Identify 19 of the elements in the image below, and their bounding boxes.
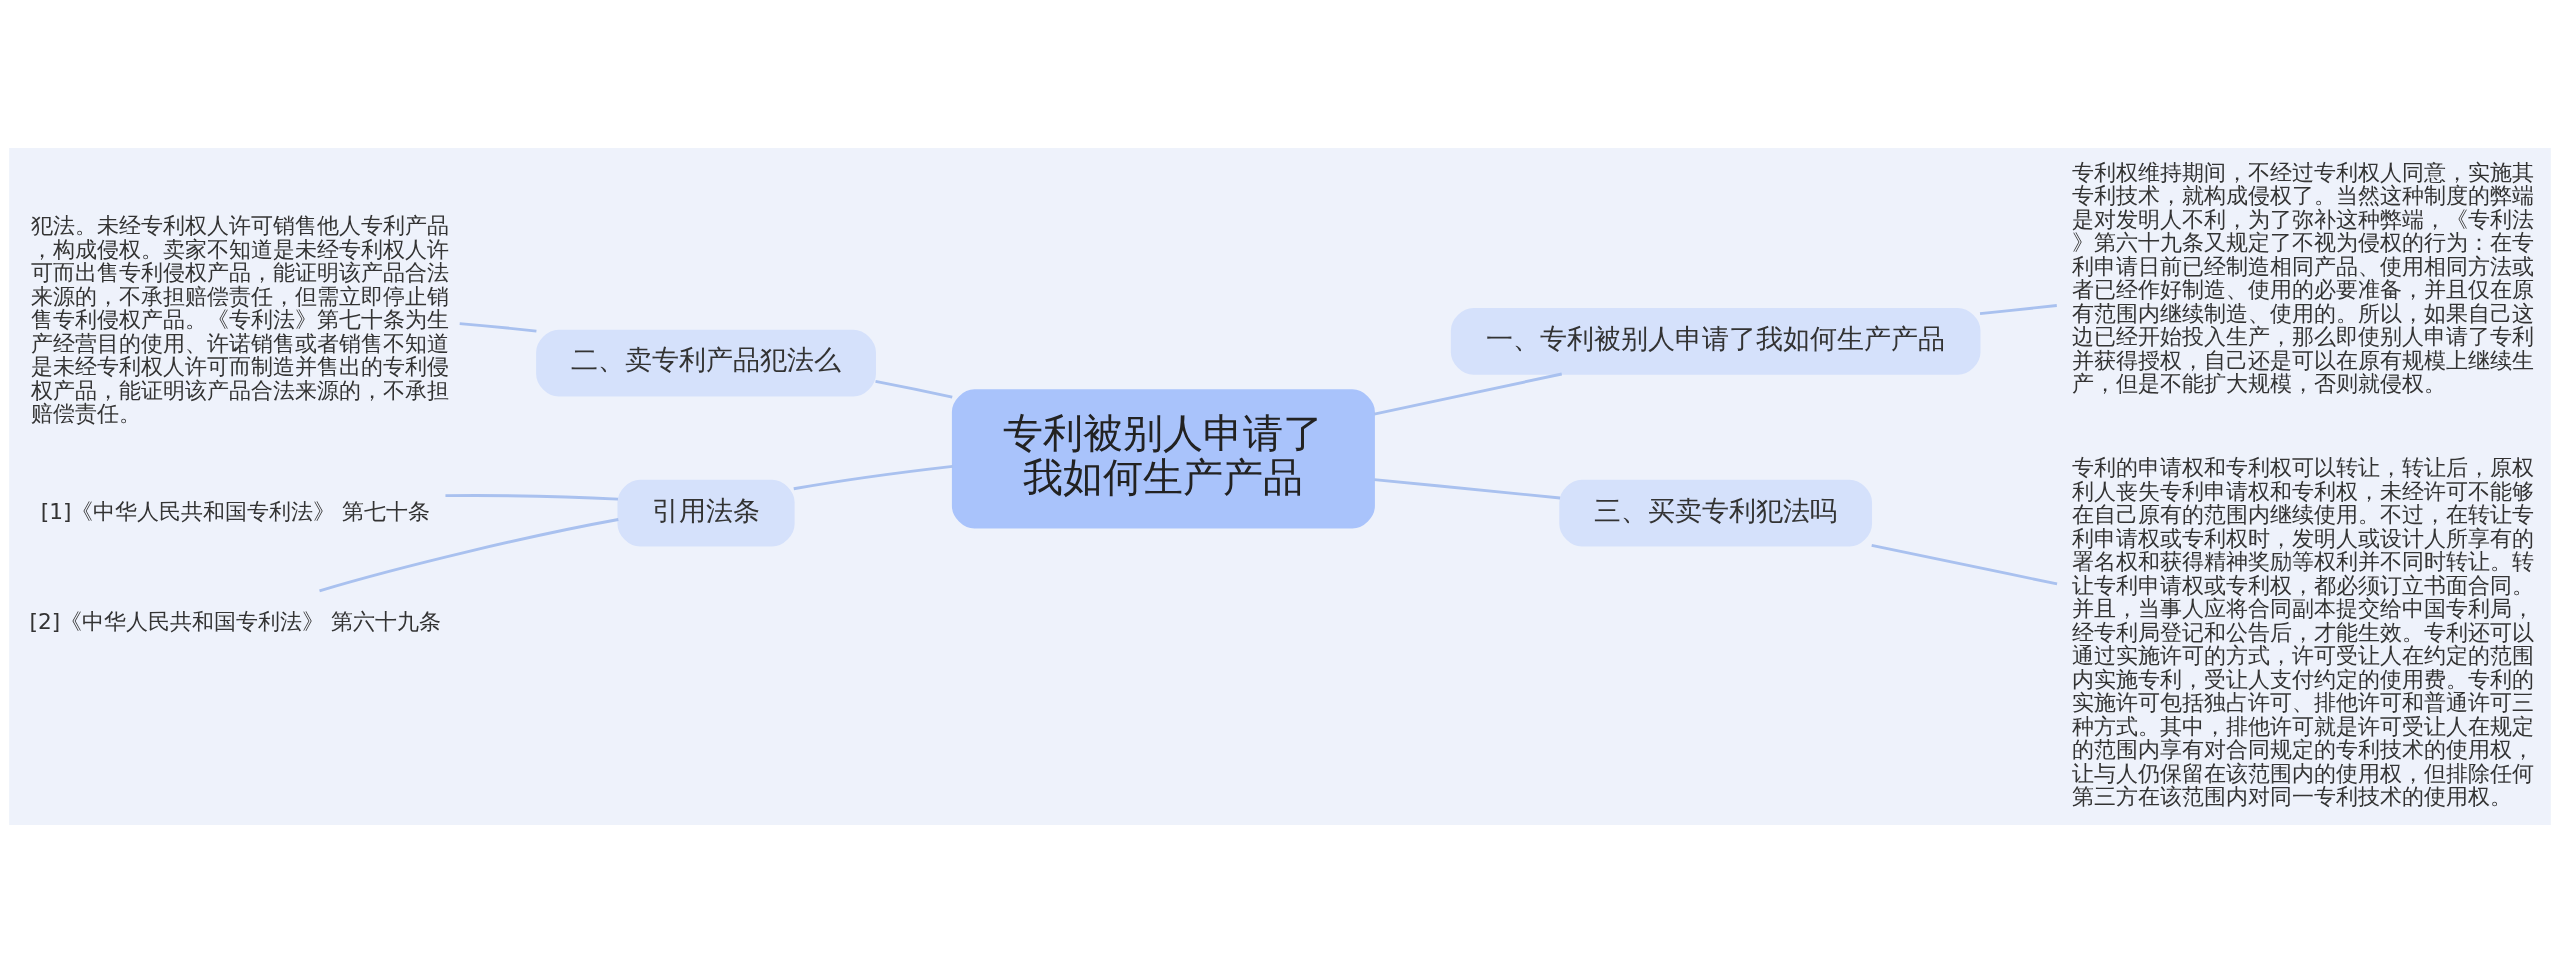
node-box: 二、卖专利产品犯法么	[536, 329, 876, 397]
node-text: [2]《中华人民共和国专利法》 第六十九条	[29, 609, 442, 635]
connector	[793, 464, 953, 491]
connector	[1373, 372, 1563, 416]
node-text: 犯法。未经专利权人许可销售他人专利产品，构成侵权。卖家不知道是未经专利权人许可而出售专利侵权产品，能证明该产品合法来源的，不承担赔偿责任，但需立即停止销售专利侵权产品。《专利法》第七十条为生产经营目的使用、许诺销售或者销售不知道是未经专利权人许可而制造并售出的专利侵权产品，能证明该产品合法来源的，不承担赔偿责任。	[30, 213, 449, 427]
node-text: 专利的申请权和专利权可以转让，转让后，原权利人丧失专利申请权和专利权，未经许可不能够在自己原有的范围内继续使用。不过，在转让专利申请权或专利权时，发明人或设计人所享有的署名权和获得精神奖励等权利并不同时转让。转让专利申请权或专利权，都必须订立书面合同。并且，当事人应将合同副本提交给中国专利局，经专利局登记和公告后，才能生效。专利还可以通过实施许可的方式，许可受让人在约定的范围内实施专利，受让人支付约定的使用费。专利的实施许可包括独占许可、排他许可和普通许可三种方式。其中，排他许可就是许可受让人在规定的范围内享有对合同规定的专利技术的使用权，让与人仍保留在该范围内的使用权，但排除任何第三方在该范围内对同一专利技术的使用权。	[2071, 455, 2534, 810]
node-box: 专利被别人申请了我如何生产产品	[951, 389, 1375, 529]
connector	[1374, 478, 1561, 500]
connector	[459, 322, 537, 333]
node-text: 专利权维持期间，不经过专利权人同意，实施其专利技术，就构成侵权了。当然这种制度的弊端是对发明人不利，为了弥补这种弊端，《专利法》第六十九条又规定了不视为侵权的行为：在专利申请日前已经制造相同产品、使用相同方法或者已经作好制造、使用的必要准备，并且仅在原有范围内继续制造、使用的。所以，如果自己这边已经开始投入生产，那么即使别人申请了专利并获得授权，自己还是可以在原有规模上继续生产，但是不能扩大规模，否则就侵权。	[2071, 159, 2534, 397]
node-box: 引用法条	[617, 479, 795, 547]
connector	[1871, 543, 2058, 586]
node-box: 三、买卖专利犯法吗	[1559, 479, 1873, 547]
connector	[445, 494, 619, 501]
node-text: [1]《中华人民共和国专利法》 第七十条	[40, 498, 431, 524]
node-box: 一、专利被别人申请了我如何生产产品	[1450, 308, 1981, 375]
connector	[1979, 304, 2057, 316]
connector	[875, 380, 953, 399]
connector	[319, 518, 619, 593]
